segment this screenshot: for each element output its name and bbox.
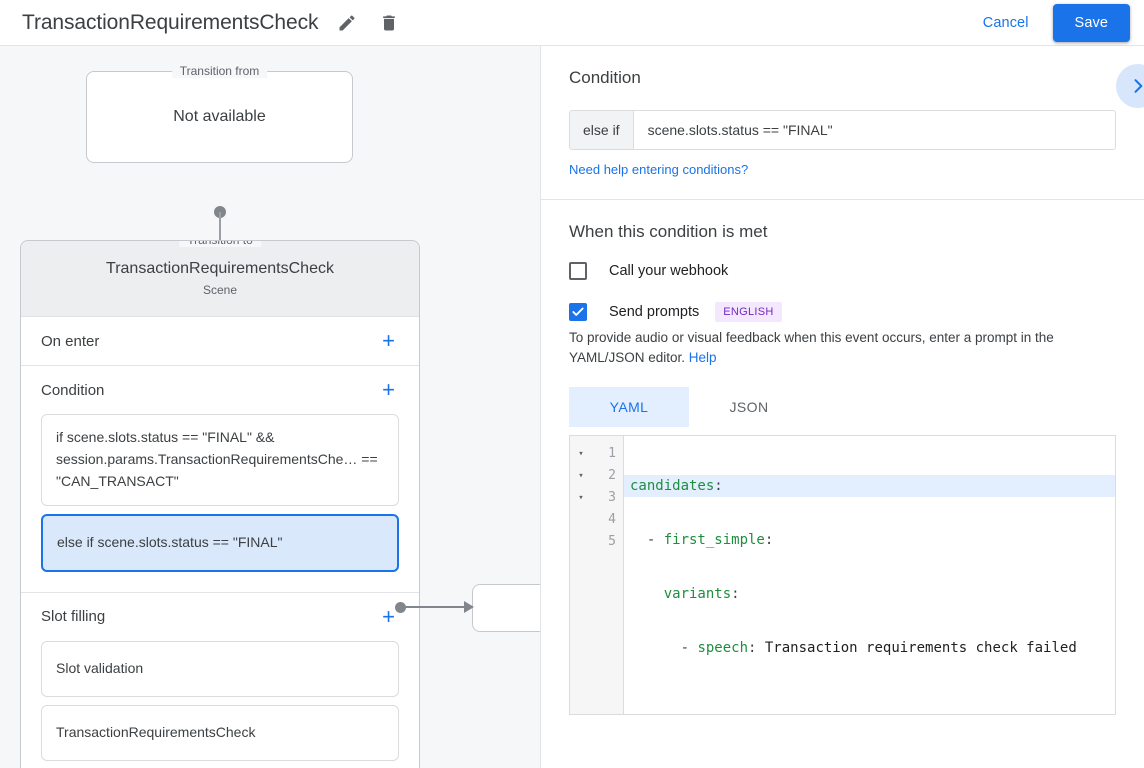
section-slot-filling: Slot filling + Slot validation Transacti… [21,593,419,768]
chevron-right-icon[interactable] [1116,64,1144,108]
code-editor[interactable]: ▾1 ▾2 ▾3 4 5 candidates: - first_simple:… [569,434,1116,715]
call-webhook-label: Call your webhook [609,263,729,279]
code-key-2: first_simple [663,531,765,548]
next-node-card[interactable] [472,584,540,632]
editor-code-area[interactable]: candidates: - first_simple: variants: - … [624,436,1115,714]
gutter-line: 4 [570,509,623,531]
section-on-enter-label: On enter [41,332,100,350]
flow-canvas[interactable]: Transition from Not available Transition… [0,46,540,768]
line-number-4: 4 [608,512,616,527]
connector-dot-out [395,602,406,613]
gutter-line: ▾3 [570,487,623,509]
transition-to-legend: Transition to [179,241,261,247]
code-key-4: speech [697,639,749,656]
prompts-help-link[interactable]: Help [688,350,717,366]
scene-card-header: TransactionRequirementsCheck Scene [21,241,419,317]
section-condition-head: Condition + [41,366,399,414]
line-number-5: 5 [608,534,616,549]
transition-to-card[interactable]: Transition to TransactionRequirementsChe… [20,240,420,768]
condition-prefix-label: else if [570,111,634,149]
language-badge: ENGLISH [715,302,782,322]
pencil-icon-glyph [339,14,355,30]
editor-format-tabs: YAML JSON [569,386,1116,427]
gutter-line: ▾1 [570,443,623,465]
tab-json[interactable]: JSON [689,387,809,427]
section-condition-label: Condition [41,381,105,399]
condition-help-link[interactable]: Need help entering conditions? [569,162,749,177]
gutter-line: ▾2 [570,465,623,487]
gutter-line: 5 [570,531,623,553]
code-line-1: candidates: [624,474,1115,497]
condition-block: Condition else if Need help entering con… [541,46,1144,200]
connector-line-vertical [219,212,221,260]
line-number-1: 1 [608,446,616,461]
code-colon-2: : [764,531,774,548]
code-colon-3: : [731,585,740,602]
trash-icon-glyph [383,15,396,30]
slot-filling-item-0[interactable]: Slot validation [41,640,399,697]
code-indent-4 [630,640,681,656]
cancel-button[interactable]: Cancel [971,7,1041,39]
trash-icon[interactable] [376,10,402,36]
code-line-2: - first_simple: [624,529,1115,551]
section-on-enter-head: On enter + [41,317,399,365]
tab-yaml[interactable]: YAML [569,386,689,427]
code-dash-2: - [646,531,664,548]
pencil-icon[interactable] [334,10,360,36]
transition-from-value: Not available [173,108,266,125]
save-button[interactable]: Save [1052,3,1130,42]
main-body: Transition from Not available Transition… [0,46,1144,768]
page-title: TransactionRequirementsCheck [22,10,319,34]
send-prompts-row[interactable]: Send prompts ENGLISH [569,302,1116,322]
code-indent-2 [630,532,647,548]
transition-from-legend: Transition from [171,64,268,78]
code-indent-3 [630,586,664,602]
condition-met-heading: When this condition is met [569,222,768,241]
fold-toggle-2[interactable]: ▾ [578,470,584,481]
condition-item-1-selected[interactable]: else if scene.slots.status == "FINAL" [41,513,399,572]
fold-toggle-1[interactable]: ▾ [578,448,584,459]
condition-item-0[interactable]: if scene.slots.status == "FINAL" && sess… [41,414,399,506]
prompts-description-text: To provide audio or visual feedback when… [569,330,1054,366]
transition-from-card[interactable]: Transition from Not available [86,64,353,163]
condition-input-row[interactable]: else if [569,110,1116,150]
send-prompts-label: Send prompts [609,304,700,320]
code-key-3: variants [663,585,732,602]
section-condition: Condition + if scene.slots.status == "FI… [21,366,419,593]
scene-subtitle: Scene [202,283,238,297]
call-webhook-checkbox[interactable] [569,262,587,280]
code-line-3: variants: [624,583,1115,605]
condition-heading: Condition [569,68,641,87]
top-app-bar: TransactionRequirementsCheck Cancel Save [0,0,1144,46]
connector-arrow-right [464,601,474,613]
section-slot-filling-label: Slot filling [41,608,106,626]
editor-gutter: ▾1 ▾2 ▾3 4 5 [570,435,624,714]
line-number-2: 2 [608,468,616,483]
condition-met-block: When this condition is met Call your web… [541,200,1144,735]
code-line-5 [624,691,1115,713]
details-panel: Condition else if Need help entering con… [540,46,1144,768]
code-colon-1: : [714,477,723,494]
add-on-enter-button[interactable]: + [378,328,399,354]
scene-title: TransactionRequirementsCheck [106,260,334,277]
connector-line-horizontal [404,606,466,608]
code-line-4: - speech: Transaction requirements check… [624,637,1115,659]
checkmark-icon [572,307,584,316]
slot-filling-item-1[interactable]: TransactionRequirementsCheck [41,704,399,761]
add-slot-filling-button[interactable]: + [378,604,399,630]
section-on-enter: On enter + [21,317,419,366]
code-colon-4: : [748,639,757,656]
line-number-3: 3 [608,490,616,505]
chevron-right-icon-glyph [1134,79,1143,93]
prompts-description: To provide audio or visual feedback when… [569,328,1116,369]
code-key-1: candidates [630,477,715,494]
code-dash-4: - [680,639,698,656]
condition-expression-input[interactable] [633,111,1115,149]
section-slot-filling-head: Slot filling + [41,593,399,641]
send-prompts-checkbox[interactable] [569,303,587,321]
add-condition-button[interactable]: + [378,377,399,403]
fold-toggle-3[interactable]: ▾ [578,492,584,503]
webhook-row[interactable]: Call your webhook [569,262,1116,280]
code-value-4: Transaction requirements check failed [756,639,1077,656]
